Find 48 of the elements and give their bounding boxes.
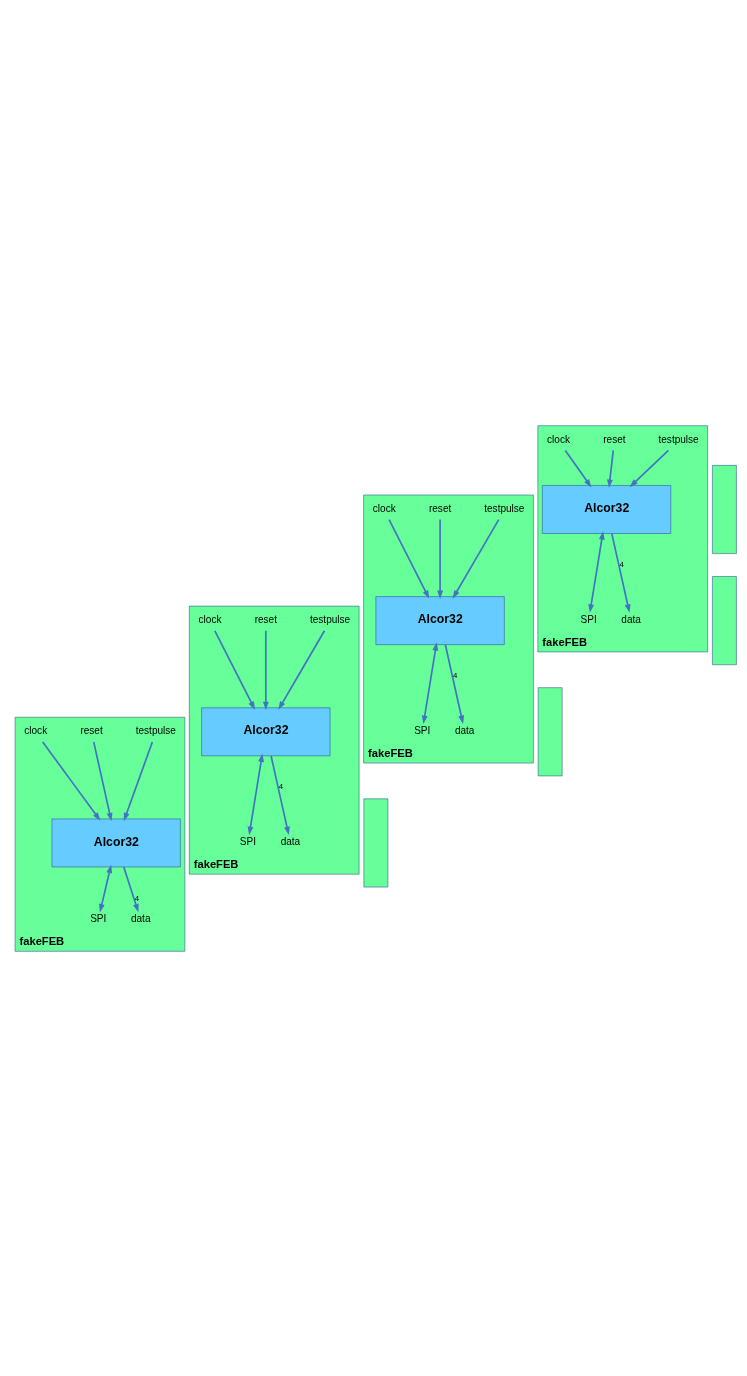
node-text: testpulse [484,502,525,514]
arrow [611,532,631,613]
node-text: data [280,835,301,847]
arrow [247,752,264,835]
node-text: reset [603,433,626,445]
arrow [278,629,326,710]
node-box: Alcor32 [51,818,181,867]
node-box: Alcor32 [201,707,331,756]
node-text: SPI [90,912,107,924]
node-box [537,686,563,776]
arrow [588,530,605,613]
arrow [99,864,113,912]
node-text: data [454,724,475,736]
arrow [214,629,255,710]
node-text: SPI [239,835,257,847]
node-text: clock [198,613,222,625]
arrow [270,754,290,835]
node-text: reset [80,724,103,736]
node-text: SPI [580,613,597,625]
node-text: testpulse [135,724,176,736]
node-box [712,464,737,554]
node-box: Alcor32 [375,595,505,645]
arrow [629,449,670,487]
arrow [564,449,592,487]
node-text: clock [372,502,396,514]
arrow [607,449,615,488]
node-text: reset [428,502,452,514]
node-text: data [130,912,151,924]
node-box [712,575,737,665]
arrow [444,643,465,724]
node-box [363,798,389,887]
arrow [92,740,113,821]
node-text: SPI [414,724,431,736]
arrow [421,641,439,724]
arrow [123,740,154,821]
node-text: clock [547,433,570,445]
node-text: testpulse [658,433,699,445]
node-text: reset [254,613,278,625]
arrow [122,865,139,912]
node-text: data [621,613,641,625]
arrow [262,629,269,710]
arrow [437,518,444,599]
node-box: Alcor32 [542,484,672,534]
node-text: clock [24,724,48,736]
node-text: testpulse [309,613,351,625]
arrow [388,518,430,599]
arrow [452,518,500,599]
arrow [41,740,101,821]
